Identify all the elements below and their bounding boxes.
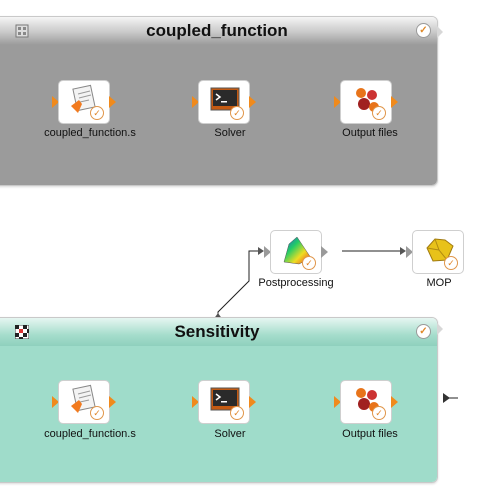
status-check-icon: ✓ <box>372 106 386 120</box>
node-coupled-function-script[interactable]: ✓ <box>52 380 116 424</box>
script-icon <box>71 384 96 413</box>
system-icon <box>15 24 29 38</box>
system-title: coupled_function <box>146 21 288 40</box>
status-check-icon: ✓ <box>230 106 244 120</box>
status-check-icon: ✓ <box>302 256 316 270</box>
status-check-icon: ✓ <box>444 256 458 270</box>
node-solver[interactable]: ✓ <box>192 380 256 424</box>
status-check-icon: ✓ <box>416 23 431 38</box>
system-header[interactable]: coupled_function ✓ <box>0 17 437 45</box>
checkerboard-icon <box>15 325 29 339</box>
node-postprocessing[interactable]: ✓ <box>264 230 328 274</box>
node-solver[interactable]: ✓ <box>192 80 256 124</box>
node-label: Solver <box>214 428 246 440</box>
node-output-files[interactable]: ✓ <box>334 380 398 424</box>
node-mop[interactable]: ✓ <box>406 230 470 274</box>
node-coupled-function-script[interactable]: ✓ <box>52 80 116 124</box>
status-check-icon: ✓ <box>90 406 104 420</box>
node-label: coupled_function.s <box>44 127 136 139</box>
terminal-icon <box>210 87 240 111</box>
node-label: Output files <box>342 428 398 440</box>
node-label: coupled_function.s <box>44 428 136 440</box>
script-icon <box>71 84 96 113</box>
status-check-icon: ✓ <box>416 324 431 339</box>
status-check-icon: ✓ <box>230 406 244 420</box>
node-label: Output files <box>342 127 398 139</box>
mop-surface-icon <box>426 238 454 262</box>
status-check-icon: ✓ <box>90 106 104 120</box>
terminal-icon <box>210 387 240 411</box>
node-output-files[interactable]: ✓ <box>334 80 398 124</box>
collapse-handle[interactable] <box>437 26 443 38</box>
output-files-icon <box>356 388 379 412</box>
node-label: Solver <box>214 127 246 139</box>
system-header[interactable]: Sensitivity ✓ <box>0 318 437 346</box>
collapse-handle[interactable] <box>437 323 443 335</box>
system-title: Sensitivity <box>174 322 260 341</box>
node-label: Postprocessing <box>258 277 334 289</box>
node-label: MOP <box>426 277 452 289</box>
status-check-icon: ✓ <box>372 406 386 420</box>
